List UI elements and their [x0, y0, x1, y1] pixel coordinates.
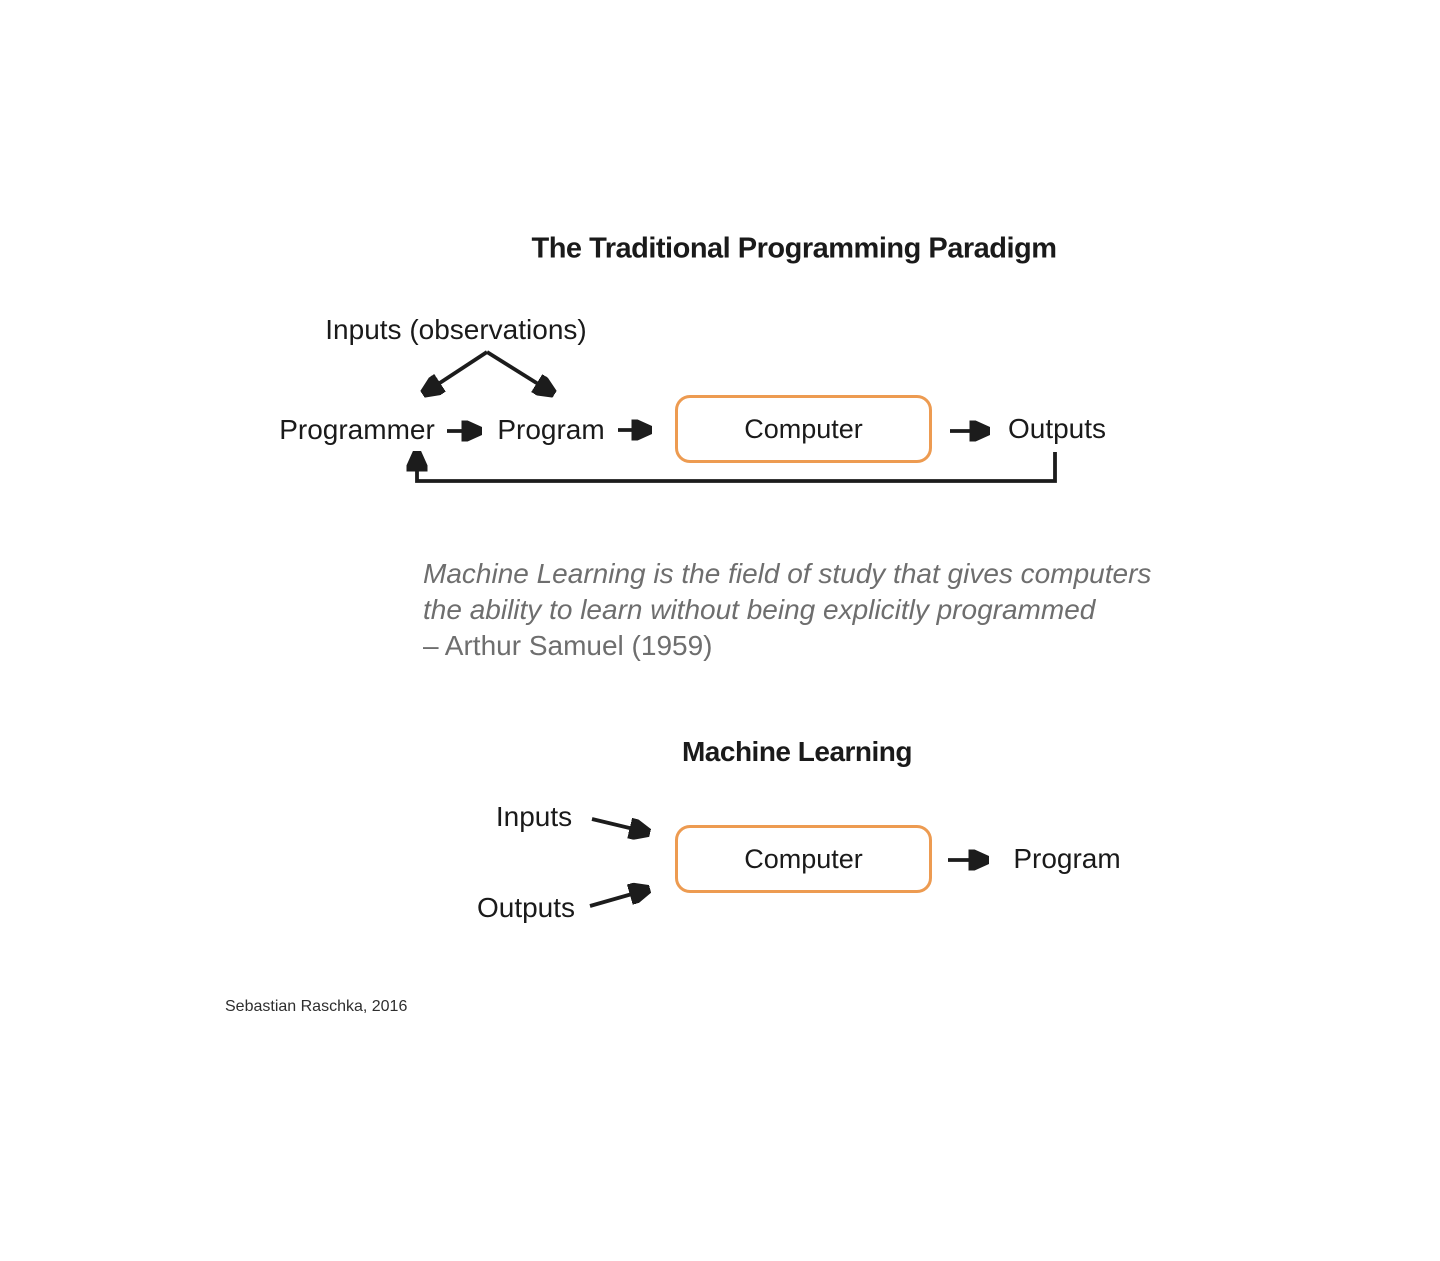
computer-box-traditional: Computer [675, 395, 932, 463]
ml-inputs-node: Inputs [495, 801, 573, 832]
arrow-outputs-to-computer [589, 890, 646, 908]
quote-line-1: Machine Learning is the field of study t… [423, 558, 1152, 589]
programmer-node: Programmer [279, 414, 435, 445]
computer-box-ml: Computer [675, 825, 932, 893]
inputs-observations-label: Inputs (observations) [325, 314, 587, 345]
arrow-inputs-to-program [485, 350, 551, 392]
ml-program-node: Program [1013, 843, 1121, 874]
quote-line-2: the ability to learn without being expli… [423, 594, 1096, 625]
arthur-samuel-quote: Machine Learning is the field of study t… [423, 556, 1151, 664]
computer-box-ml-label: Computer [744, 843, 863, 874]
quote-attribution: – Arthur Samuel (1959) [423, 630, 713, 661]
computer-box-label: Computer [744, 413, 863, 444]
ml-outputs-node: Outputs [476, 892, 576, 923]
machine-learning-title: Machine Learning [681, 736, 913, 767]
traditional-paradigm-title: The Traditional Programming Paradigm [531, 232, 1057, 265]
arrow-inputs-to-computer [591, 817, 646, 832]
arrow-inputs-to-programmer [426, 350, 489, 392]
program-node: Program [497, 414, 605, 445]
author-credit: Sebastian Raschka, 2016 [225, 998, 408, 1015]
outputs-node: Outputs [1007, 413, 1107, 444]
